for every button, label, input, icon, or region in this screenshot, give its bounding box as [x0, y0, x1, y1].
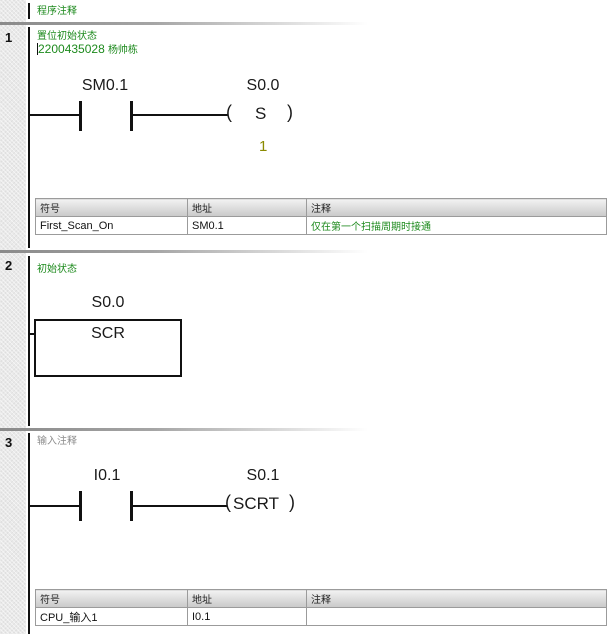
symbol-table: 符号 地址 注释 First_Scan_On SM0.1 仅在第一个扫描周期时接… [35, 198, 607, 235]
coil-left-paren: ( [226, 102, 232, 122]
network-number: 1 [5, 30, 13, 45]
header-rail [28, 3, 30, 19]
header-symbol: 符号 [35, 589, 188, 608]
comment-cell: 仅在第一个扫描周期时接通 [306, 216, 607, 235]
address-cell: SM0.1 [187, 216, 307, 235]
coil-right-paren: ) [289, 492, 295, 512]
contact-right-bar [130, 101, 133, 131]
separator [0, 22, 613, 25]
contact-left-bar [79, 491, 82, 521]
symbol-table-header: 符号 地址 注释 [35, 198, 607, 217]
header-address: 地址 [187, 198, 307, 217]
network-number: 2 [5, 258, 13, 273]
coil-instruction: S [255, 104, 267, 123]
coil-address: S0.1 [246, 467, 280, 484]
comment-student-id: 2200435028 [38, 42, 105, 56]
contact-left-bar [79, 101, 82, 131]
box-instruction: SCR [91, 325, 125, 342]
symbol-table: 符号 地址 注释 CPU_输入1 I0.1 [35, 589, 607, 626]
network-title[interactable]: 输入注释 [37, 436, 77, 447]
address-cell: I0.1 [187, 607, 307, 626]
contact-address: SM0.1 [81, 77, 129, 94]
text-cursor [37, 43, 38, 55]
scr-box[interactable]: SCR [34, 319, 182, 377]
rung-wire [131, 114, 228, 116]
power-rail [28, 433, 30, 634]
coil-left-paren: ( [225, 492, 231, 512]
rung-wire [131, 505, 227, 507]
header-address: 地址 [187, 589, 307, 608]
table-row: First_Scan_On SM0.1 仅在第一个扫描周期时接通 [35, 216, 607, 235]
coil-right-paren: ) [287, 102, 293, 122]
network-title: 置位初始状态 [37, 31, 97, 42]
power-rail [28, 256, 30, 426]
coil-address: S0.0 [246, 77, 280, 94]
header-comment: 注释 [306, 589, 607, 608]
header-symbol: 符号 [35, 198, 188, 217]
network-number: 3 [5, 435, 13, 450]
coil-param[interactable]: 1 [259, 138, 268, 155]
comment-cell [306, 607, 607, 626]
rung-wire [29, 333, 37, 335]
network-comment[interactable]: 置位初始状态 2200435028 杨帅栋 [37, 31, 138, 57]
symbol-table-header: 符号 地址 注释 [35, 589, 607, 608]
comment-author: 杨帅栋 [107, 45, 138, 56]
contact-address: I0.1 [93, 467, 121, 484]
box-address: S0.0 [91, 294, 125, 311]
rung-wire [29, 114, 81, 116]
rung-wire [29, 505, 81, 507]
separator [0, 250, 613, 253]
header-comment: 注释 [306, 198, 607, 217]
symbol-cell: First_Scan_On [35, 216, 188, 235]
power-rail [28, 27, 30, 248]
network-title[interactable]: 初始状态 [37, 264, 77, 275]
separator [0, 428, 613, 431]
symbol-cell: CPU_输入1 [35, 607, 188, 626]
table-row: CPU_输入1 I0.1 [35, 607, 607, 626]
coil-instruction: SCRT [233, 494, 279, 513]
network-gutter [0, 0, 26, 634]
program-comment[interactable]: 程序注释 [37, 6, 77, 17]
